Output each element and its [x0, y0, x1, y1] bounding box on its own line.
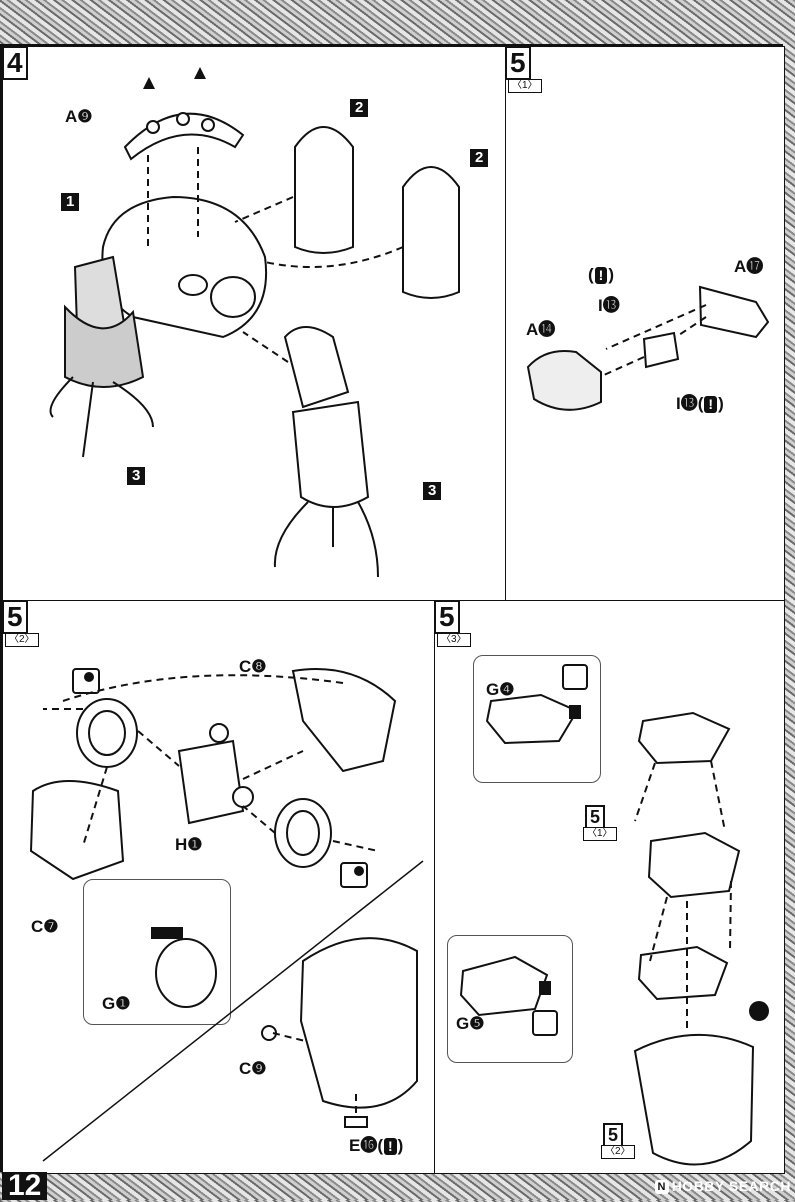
- step-5-1-panel: 5 〈1〉 A⓱ A⓮ (!) I⓭ I⓭(!): [505, 46, 785, 602]
- c7-cover-part: [29, 780, 125, 881]
- part-label-c9: C❾: [239, 1059, 267, 1078]
- ref-substep-2: 〈2〉: [601, 1145, 635, 1159]
- g5-ring-part: [459, 955, 549, 1017]
- substep-label: 〈3〉: [437, 633, 471, 647]
- caution-i13-top: (!): [588, 265, 615, 284]
- part-label-c8: C❽: [239, 657, 267, 676]
- cylinder-part-b: [402, 166, 460, 299]
- ref-step-5-2: 5: [603, 1123, 624, 1147]
- caution-icon: !: [384, 1138, 397, 1155]
- caution-icon: !: [704, 396, 718, 413]
- step-5-3-panel: 5 〈3〉 G❹ G❺ 5 〈1〉 5 〈2〉: [434, 600, 785, 1174]
- instruction-sheet: 4 A❾ 1 2 2 3 3: [0, 44, 785, 1174]
- part-label-g4: G❹: [486, 680, 515, 699]
- part-label-h1: H❶: [175, 835, 203, 854]
- part-tag-2a: 2: [350, 99, 369, 117]
- g4-ring-part: [485, 693, 579, 745]
- hip-block-part: [633, 1034, 755, 1166]
- assembled-leg-part: [299, 937, 418, 1109]
- h1-frame-part: [177, 739, 245, 825]
- ref-substep-1: 〈1〉: [583, 827, 617, 841]
- part-tag-3a: 3: [127, 467, 146, 485]
- step-4-illustration: [49, 67, 460, 578]
- ring-part-top: [637, 711, 731, 765]
- part-tag-2b: 2: [470, 149, 489, 167]
- part-label-c7: C❼: [31, 917, 59, 936]
- part-tag-3b: 3: [423, 482, 442, 500]
- part-a14: [526, 350, 602, 411]
- caution-icon: !: [594, 267, 608, 284]
- step-5-2-illustration: [29, 668, 424, 1162]
- part-label-a14: A⓮: [526, 320, 556, 339]
- part-i13: [642, 331, 680, 369]
- right-leg-part: [283, 326, 350, 409]
- part-a17: [698, 285, 770, 339]
- step-number: 4: [2, 46, 28, 80]
- page-number: 12: [2, 1171, 48, 1201]
- hobby-search-logo-icon: N: [654, 1180, 669, 1195]
- step-5-3-illustration: [459, 664, 769, 1166]
- step-4-panel: 4 A❾ 1 2 2 3 3: [2, 46, 507, 602]
- part-label-g5: G❺: [456, 1014, 485, 1033]
- cylinder-part-a: [294, 126, 354, 254]
- step-5-2-panel: 5 〈2〉 C❽ H❶ C❼ C❾ E⓰(!) G❶: [2, 600, 436, 1174]
- step-5-1-illustration: [526, 285, 770, 411]
- part-label-i13: I⓭: [598, 296, 620, 315]
- step-number: 5: [505, 46, 531, 80]
- c8-cover-part: [291, 668, 397, 773]
- substep-label: 〈2〉: [5, 633, 39, 647]
- part-label-a17: A⓱: [734, 257, 764, 276]
- part-label-a9: A❾: [65, 107, 93, 126]
- part-label-i13-caution: I⓭(!): [676, 394, 724, 413]
- part-label-e16: E⓰(!): [349, 1136, 404, 1155]
- collar-assembly-part: [647, 831, 741, 899]
- part-tag-1: 1: [61, 193, 80, 211]
- substep-label: 〈1〉: [508, 79, 542, 93]
- part-label-g1: G❶: [102, 994, 131, 1013]
- ring-part-bottom: [637, 945, 729, 1001]
